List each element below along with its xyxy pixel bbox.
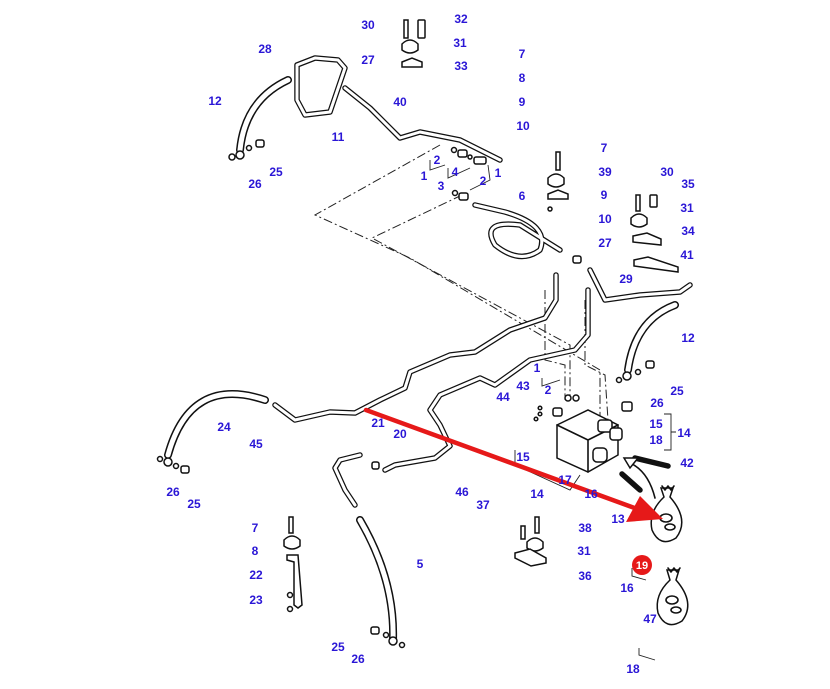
callout-label-12[interactable]: 12 xyxy=(208,94,222,108)
pipe-21 xyxy=(332,452,380,508)
callout-label-25[interactable]: 25 xyxy=(670,384,684,398)
callout-label-8[interactable]: 8 xyxy=(519,71,526,85)
callout-label-26[interactable]: 26 xyxy=(351,652,365,666)
callout-label-9[interactable]: 9 xyxy=(601,188,608,202)
clamp-group-top xyxy=(401,19,426,68)
callout-label-17[interactable]: 17 xyxy=(558,473,572,487)
callout-label-6[interactable]: 6 xyxy=(519,189,526,203)
callout-label-3[interactable]: 3 xyxy=(438,179,445,193)
callout-label-10[interactable]: 10 xyxy=(516,119,530,133)
callout-label-10[interactable]: 10 xyxy=(598,212,612,226)
callout-label-14[interactable]: 14 xyxy=(530,487,544,501)
callout-label-27[interactable]: 27 xyxy=(361,53,375,67)
callout-label-8[interactable]: 8 xyxy=(252,544,259,558)
callout-label-39[interactable]: 39 xyxy=(598,165,612,179)
callout-label-31[interactable]: 31 xyxy=(680,201,694,215)
callout-label-27[interactable]: 27 xyxy=(598,236,612,250)
callout-label-47[interactable]: 47 xyxy=(643,612,657,626)
callout-label-41[interactable]: 41 xyxy=(680,248,694,262)
callout-label-16[interactable]: 16 xyxy=(620,581,634,595)
callout-label-4[interactable]: 4 xyxy=(452,165,459,179)
callout-label-5[interactable]: 5 xyxy=(417,557,424,571)
bracket-22 xyxy=(283,516,303,613)
pipe-29 xyxy=(572,255,693,303)
callout-label-42[interactable]: 42 xyxy=(680,456,694,470)
callout-label-7[interactable]: 7 xyxy=(252,521,259,535)
callout-label-37[interactable]: 37 xyxy=(476,498,490,512)
callout-label-12[interactable]: 12 xyxy=(681,331,695,345)
callout-label-32[interactable]: 32 xyxy=(454,12,468,26)
callout-label-15[interactable]: 15 xyxy=(516,450,530,464)
pipe-46 xyxy=(382,287,591,473)
callout-label-11[interactable]: 11 xyxy=(332,130,345,144)
callout-label-43[interactable]: 43 xyxy=(516,379,530,393)
callout-label-22[interactable]: 22 xyxy=(249,568,263,582)
highlighted-part-badge[interactable]: 19 xyxy=(632,555,652,575)
clamp-group-right xyxy=(547,151,679,273)
callout-label-31[interactable]: 31 xyxy=(577,544,591,558)
callout-label-29[interactable]: 29 xyxy=(619,272,633,286)
callout-label-38[interactable]: 38 xyxy=(578,521,592,535)
assembly-guide-lines xyxy=(313,144,609,421)
fittings-top xyxy=(450,146,487,201)
callout-label-26[interactable]: 26 xyxy=(248,177,262,191)
valve-block-14 xyxy=(533,394,633,473)
callout-label-40[interactable]: 40 xyxy=(393,95,407,109)
callout-label-23[interactable]: 23 xyxy=(249,593,263,607)
callout-label-14[interactable]: 14 xyxy=(677,426,691,440)
callout-label-2[interactable]: 2 xyxy=(545,383,552,397)
callout-label-26[interactable]: 26 xyxy=(650,396,664,410)
callout-label-30[interactable]: 30 xyxy=(361,18,375,32)
callout-label-25[interactable]: 25 xyxy=(269,165,283,179)
group-brackets xyxy=(429,160,676,661)
callout-label-26[interactable]: 26 xyxy=(166,485,180,499)
hose-12-right xyxy=(615,301,679,384)
callout-label-34[interactable]: 34 xyxy=(681,224,695,238)
hose-5 xyxy=(356,516,406,649)
callout-label-1[interactable]: 1 xyxy=(495,166,502,180)
callout-label-7[interactable]: 7 xyxy=(519,47,526,61)
hose-24 xyxy=(156,390,269,474)
hose-12-top xyxy=(228,76,292,161)
callout-label-28[interactable]: 28 xyxy=(258,42,272,56)
callout-label-15[interactable]: 15 xyxy=(649,417,663,431)
callout-label-7[interactable]: 7 xyxy=(601,141,608,155)
callout-label-25[interactable]: 25 xyxy=(187,497,201,511)
pipe-28 xyxy=(294,55,348,118)
callout-label-24[interactable]: 24 xyxy=(217,420,231,434)
callout-label-13[interactable]: 13 xyxy=(611,512,625,526)
callout-label-16[interactable]: 16 xyxy=(584,487,598,501)
callout-label-18[interactable]: 18 xyxy=(626,662,640,676)
callout-label-31[interactable]: 31 xyxy=(453,36,467,50)
pipe-45 xyxy=(272,272,559,423)
highlighted-part-number: 19 xyxy=(636,560,648,572)
callout-label-30[interactable]: 30 xyxy=(660,165,674,179)
callout-label-20[interactable]: 20 xyxy=(393,427,407,441)
callout-label-2[interactable]: 2 xyxy=(480,174,487,188)
callout-label-1[interactable]: 1 xyxy=(534,361,541,375)
callout-label-33[interactable]: 33 xyxy=(454,59,468,73)
callout-label-36[interactable]: 36 xyxy=(578,569,592,583)
callout-label-44[interactable]: 44 xyxy=(496,390,510,404)
callout-label-45[interactable]: 45 xyxy=(249,437,263,451)
pipe-11 xyxy=(342,85,503,163)
callout-label-35[interactable]: 35 xyxy=(681,177,695,191)
callout-label-18[interactable]: 18 xyxy=(649,433,663,447)
highlight-circle xyxy=(632,555,652,575)
callout-label-1[interactable]: 1 xyxy=(421,169,428,183)
callout-label-2[interactable]: 2 xyxy=(434,153,441,167)
callout-label-21[interactable]: 21 xyxy=(371,416,385,430)
callout-label-46[interactable]: 46 xyxy=(455,485,469,499)
highlight-arrow xyxy=(363,407,663,522)
hose-6-coiled xyxy=(472,202,563,260)
callout-label-25[interactable]: 25 xyxy=(331,640,345,654)
callout-label-9[interactable]: 9 xyxy=(519,95,526,109)
clamp-group-bottom xyxy=(514,516,547,567)
bolts-13-42 xyxy=(619,455,671,499)
parts-bag-47 xyxy=(656,567,689,626)
